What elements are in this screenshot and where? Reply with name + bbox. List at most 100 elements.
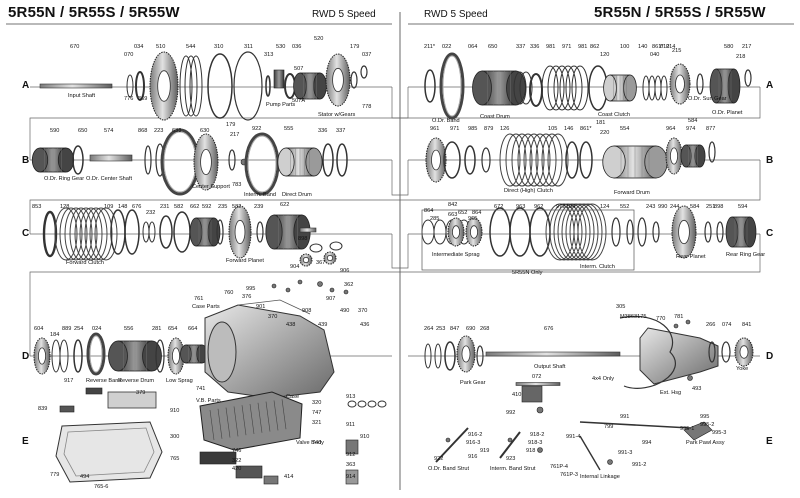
ring-part	[547, 65, 565, 111]
part-number: 841	[742, 322, 751, 328]
part-number: 337	[336, 128, 345, 134]
transmission-case	[204, 299, 335, 399]
part-number: 584	[688, 118, 697, 124]
drum-part	[603, 74, 637, 102]
part-number: 995-3	[712, 430, 726, 436]
part-number: 770	[656, 316, 665, 322]
part-number: 918	[526, 448, 535, 454]
part-number: 604	[34, 326, 43, 332]
ring-part	[424, 343, 432, 369]
part-number: 439	[318, 322, 327, 328]
part-number: 370	[358, 308, 367, 314]
small-part	[685, 319, 691, 325]
caption-valve-body: Valve Body	[296, 440, 324, 446]
part-number: 036	[292, 44, 301, 50]
part-number: 305	[616, 304, 625, 310]
part-number: 981	[546, 44, 555, 50]
extension-housing	[639, 327, 719, 385]
caption-low-sprag: Low Sprag	[166, 378, 193, 384]
part-number: 322	[232, 458, 241, 464]
part-number: 916-3	[466, 440, 480, 446]
ring-part	[89, 207, 113, 261]
caption-pump-parts: Pump Parts	[266, 102, 295, 108]
part-number: 311	[244, 44, 253, 50]
row-label-left-d: D	[22, 351, 30, 362]
ring-part	[660, 75, 668, 101]
part-number: 321	[312, 420, 321, 426]
small-part	[297, 279, 303, 285]
part-number: 239	[254, 204, 263, 210]
ring-part	[184, 55, 198, 117]
part-number: 963	[516, 204, 525, 210]
part-number: 320	[312, 400, 321, 406]
part-number: 436	[360, 322, 369, 328]
part-number: 747	[312, 410, 321, 416]
part-number: 746	[232, 448, 241, 454]
ring-part	[511, 133, 533, 187]
connector-part	[263, 475, 279, 485]
part-number: 994	[642, 440, 651, 446]
part-number: 864	[424, 208, 433, 214]
part-number: 862	[590, 44, 599, 50]
part-number: 336	[318, 128, 327, 134]
drum-part	[680, 144, 706, 168]
part-number: 630	[200, 128, 209, 134]
ring-part	[126, 74, 134, 98]
part-number: 507	[294, 66, 303, 72]
ring-part	[642, 75, 650, 101]
caption-od-band-strut: O.Dr. Band Strut	[428, 466, 469, 472]
caption-input-shaft: Input Shaft	[68, 93, 96, 99]
row-label-left-a: A	[22, 80, 30, 91]
caption-od-planet: O.Dr. Planet	[712, 110, 743, 116]
subtitle-left: RWD 5 Speed	[312, 9, 376, 20]
ring-part	[79, 207, 103, 261]
part-number: 760	[224, 290, 233, 296]
part-number: 861*	[580, 126, 592, 132]
part-number: 363	[346, 462, 355, 468]
part-number: 917	[64, 378, 73, 384]
ring-part	[535, 133, 557, 187]
gasket-part	[619, 315, 676, 389]
caption-od-center-shaft: O.Dr. Center Shaft	[86, 176, 132, 182]
strut-part	[499, 431, 521, 459]
oil-pan-inner	[63, 427, 155, 477]
part-number: 918-3	[528, 440, 542, 446]
ring-part	[265, 75, 271, 97]
oil-pan	[55, 421, 163, 483]
part-number: 919	[480, 448, 489, 454]
ring-part	[42, 210, 58, 258]
part-number: 761P-4	[550, 464, 568, 470]
part-number: 214	[666, 44, 675, 50]
part-number: 555	[284, 126, 293, 132]
ring-part	[559, 65, 577, 111]
ring-part	[434, 343, 442, 369]
part-number: 991-2	[632, 462, 646, 468]
caption-direct-high-clutch: Direct (High) Clutch	[504, 188, 553, 194]
part-number: 510	[156, 44, 165, 50]
ring-part	[233, 51, 263, 121]
part-number: 741	[196, 386, 205, 392]
part-number: 910	[170, 408, 179, 414]
ring-part	[64, 207, 88, 261]
ring-part	[565, 65, 583, 111]
title-left: 5R55N / 5R55S / 5R55W	[8, 4, 180, 21]
small-part	[536, 406, 544, 414]
part-number: 179	[226, 122, 235, 128]
part-number: 663	[448, 212, 457, 218]
small-part	[507, 437, 513, 443]
part-number: 962	[534, 204, 543, 210]
ring-part	[464, 145, 476, 175]
part-number: 494	[80, 474, 89, 480]
part-number: 847	[450, 326, 459, 332]
band-part	[439, 52, 465, 120]
gear-part	[193, 133, 219, 191]
ring-part	[499, 133, 521, 187]
solenoid-pack	[199, 451, 237, 465]
part-number: 991-3	[618, 450, 632, 456]
ring-part	[744, 69, 752, 87]
ring-part	[377, 400, 387, 408]
part-number: 520	[314, 36, 323, 42]
part-number: 268	[480, 326, 489, 332]
part-number: 690	[466, 326, 475, 332]
part-number: 072	[532, 374, 541, 380]
